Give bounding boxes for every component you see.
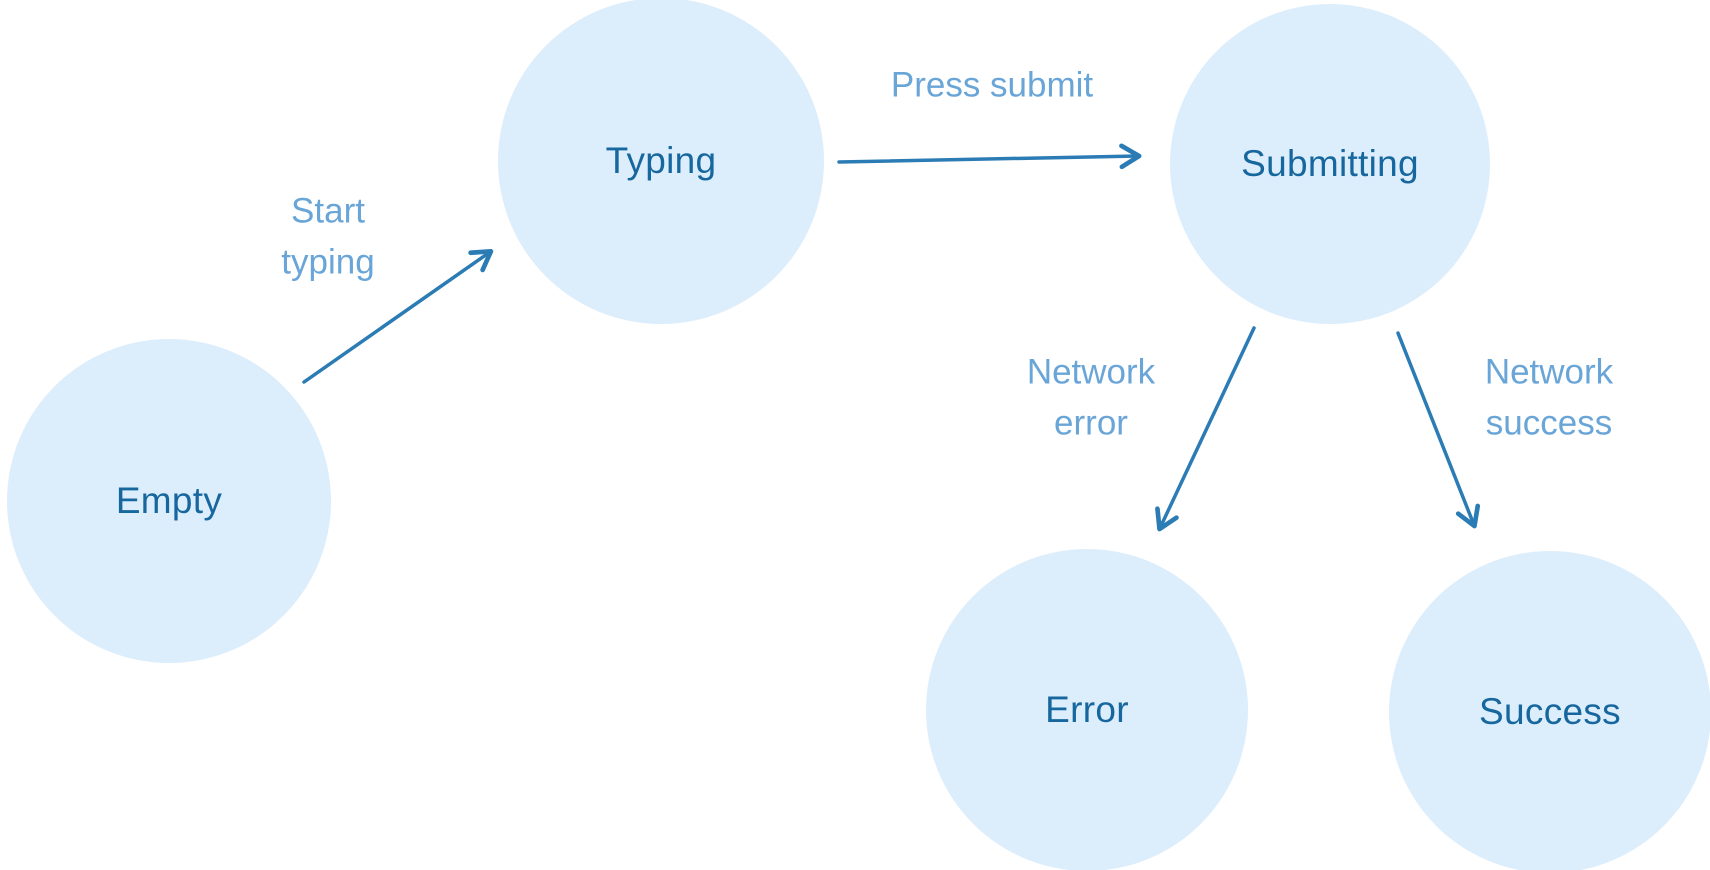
node-label: Success <box>1479 691 1621 732</box>
node-label: Empty <box>115 480 223 521</box>
edge-label-start-typing: Start typing <box>281 191 375 281</box>
node-error: Error <box>926 549 1248 870</box>
node-submitting: Submitting <box>1170 4 1490 324</box>
node-label: Submitting <box>1241 143 1419 184</box>
edge-label-network-error: Network error <box>1026 352 1156 442</box>
node-empty: Empty <box>7 339 331 663</box>
edge-typing-submitting-arrow <box>837 143 1142 170</box>
edge-label-press-submit: Press submit <box>890 65 1094 105</box>
edge-label-network-success: Network success <box>1484 352 1614 442</box>
node-label: Error <box>1045 689 1129 730</box>
node-typing: Typing <box>498 0 824 324</box>
node-success: Success <box>1389 551 1710 870</box>
node-label: Typing <box>605 140 717 181</box>
